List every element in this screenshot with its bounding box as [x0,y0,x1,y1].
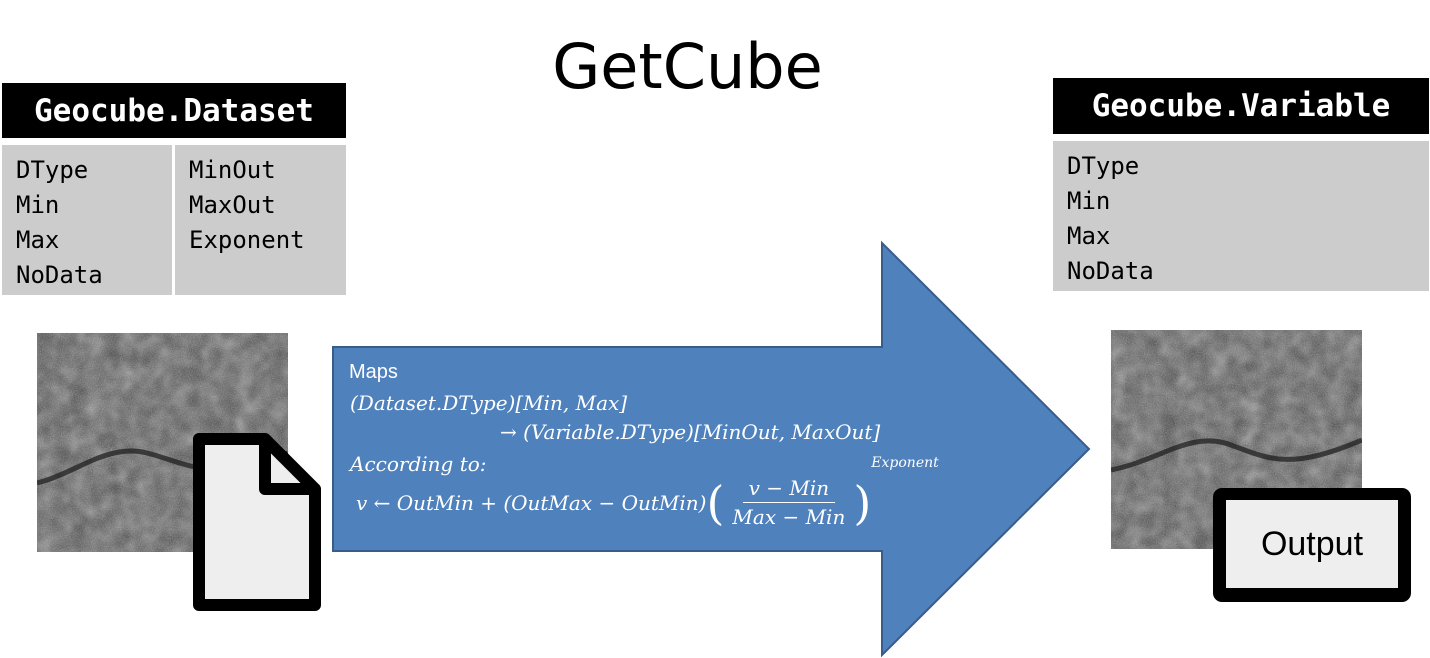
arrow-maps-label: Maps [349,361,398,383]
variable-col: DType Min Max NoData [1067,141,1154,291]
formula-numerator: v − Min [742,476,836,503]
file-icon [193,433,321,611]
variable-header: Geocube.Variable [1053,78,1429,134]
formula-exponent: Exponent [871,454,939,471]
formula-denominator: Max − Min [732,505,846,529]
arrow-according-label: According to: [350,452,487,476]
arrow-mapping-source: (Dataset.DType)[Min, Max] [350,391,628,415]
dataset-prop-max: Max [16,226,60,254]
page-title: GetCube [552,30,823,103]
dataset-header: Geocube.Dataset [2,83,346,138]
dataset-prop-min: Min [16,191,60,219]
formula-fraction: v − Min Max − Min [726,476,851,529]
dataset-prop-nodata: NoData [16,261,103,289]
dataset-divider [172,145,175,295]
dataset-prop-maxout: MaxOut [189,191,276,219]
dataset-col-1: DType Min Max NoData [16,145,103,295]
variable-prop-dtype: DType [1067,152,1140,180]
variable-prop-max: Max [1067,222,1111,250]
output-box: Output [1213,488,1411,602]
formula-open-paren: ( [706,475,725,530]
dataset-prop-dtype: DType [16,156,89,184]
formula-close-paren: ) [853,475,872,530]
variable-properties: DType Min Max NoData [1053,141,1429,291]
variable-prop-min: Min [1067,187,1111,215]
dataset-prop-exponent: Exponent [189,226,305,254]
dataset-col-2: MinOut MaxOut Exponent [189,145,305,295]
dataset-properties: DType Min Max NoData MinOut MaxOut Expon… [2,145,346,295]
arrow-mapping-target: → (Variable.DType)[MinOut, MaxOut] [500,420,881,444]
formula-lhs: v ← OutMin + (OutMax − OutMin) [356,490,707,515]
dataset-prop-minout: MinOut [189,156,276,184]
arrow-formula: v ← OutMin + (OutMax − OutMin) ( v − Min… [356,455,939,530]
variable-prop-nodata: NoData [1067,257,1154,285]
output-label: Output [1226,500,1398,588]
